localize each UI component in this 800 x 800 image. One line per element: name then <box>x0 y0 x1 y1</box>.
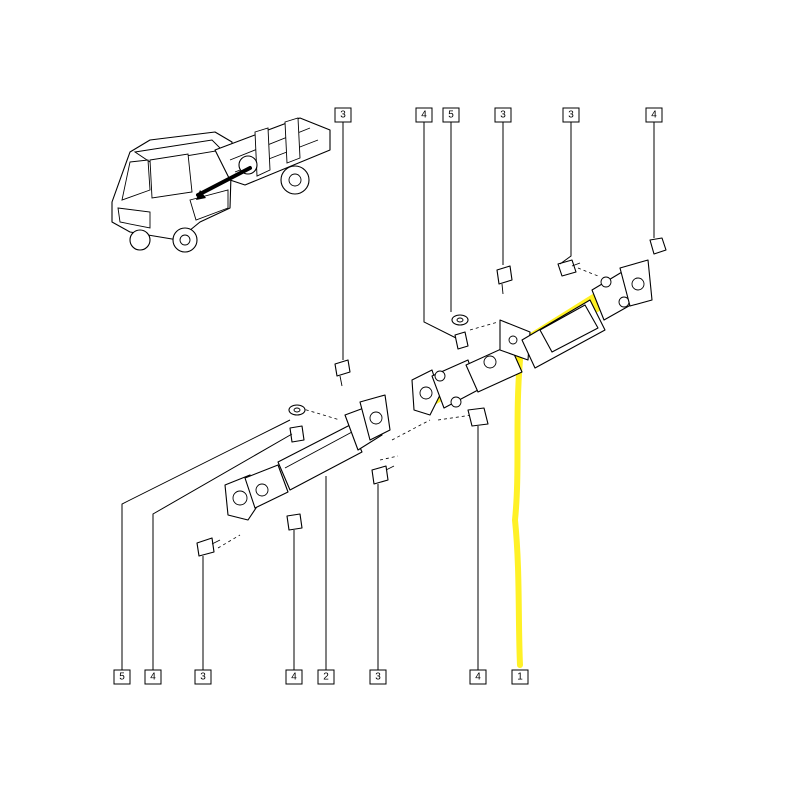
callout-top-3a[interactable]: 3 <box>334 107 352 123</box>
callout-bottom-5[interactable]: 5 <box>113 669 131 685</box>
callout-bottom-1[interactable]: 1 <box>511 669 529 685</box>
callout-top-4a[interactable]: 4 <box>415 107 433 123</box>
callout-top-4b[interactable]: 4 <box>645 107 663 123</box>
callout-label: 4 <box>291 672 297 683</box>
callout-label: 4 <box>421 110 427 121</box>
van-chassis-icon <box>111 117 331 253</box>
nut-icon <box>454 331 469 350</box>
callout-top-3b[interactable]: 3 <box>494 107 512 123</box>
callout-label: 3 <box>375 672 381 683</box>
bolt-icon <box>496 265 513 295</box>
callout-bottom-4a[interactable]: 4 <box>144 669 162 685</box>
nut-icon <box>467 407 489 427</box>
callout-bottom-3a[interactable]: 3 <box>194 669 212 685</box>
washer-icon <box>451 314 469 326</box>
washer-icon <box>288 404 306 416</box>
nut-icon <box>649 237 667 255</box>
callout-label: 3 <box>340 110 346 121</box>
callout-label: 5 <box>119 672 125 683</box>
bolt-icon <box>557 259 581 277</box>
callout-label: 5 <box>448 110 454 121</box>
propeller-shaft-2[interactable] <box>217 394 431 549</box>
callout-label: 2 <box>323 672 329 683</box>
bolt-icon <box>334 359 351 387</box>
callout-top-3c[interactable]: 3 <box>562 107 580 123</box>
callout-label: 4 <box>651 110 657 121</box>
callout-label: 1 <box>517 672 523 683</box>
leader-lines <box>121 122 655 670</box>
nut-icon <box>289 425 305 443</box>
callout-label: 4 <box>150 672 156 683</box>
callout-bottom-2[interactable]: 2 <box>317 669 335 685</box>
callout-label: 3 <box>568 110 574 121</box>
nut-icon <box>286 513 303 531</box>
bolt-icon <box>371 465 395 485</box>
callout-top-5[interactable]: 5 <box>442 107 460 123</box>
callout-label: 4 <box>475 672 481 683</box>
bolt-icon <box>196 537 221 557</box>
callout-label: 3 <box>500 110 506 121</box>
callout-bottom-3b[interactable]: 3 <box>369 669 387 685</box>
propeller-shaft-1[interactable] <box>411 259 653 421</box>
callout-label: 3 <box>200 672 206 683</box>
callout-bottom-4b[interactable]: 4 <box>285 669 303 685</box>
callout-bottom-4c[interactable]: 4 <box>469 669 487 685</box>
